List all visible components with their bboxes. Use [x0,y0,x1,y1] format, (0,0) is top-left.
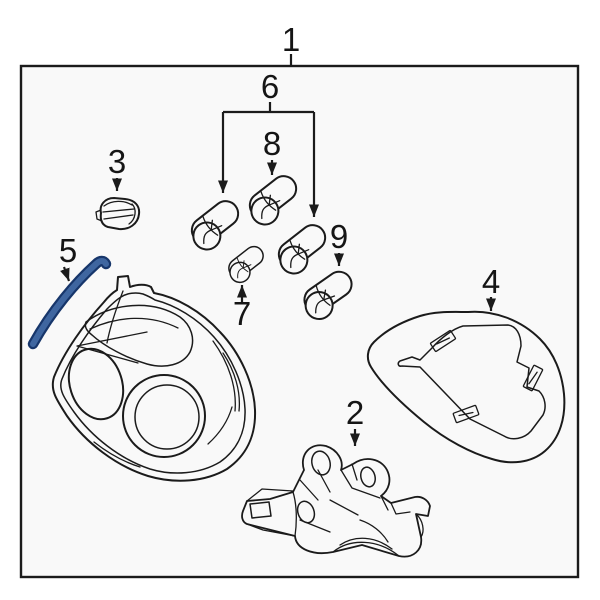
gasket-clip [429,330,457,352]
bulb-filament [261,194,281,220]
bulb-group [190,175,353,321]
callout-3-label[interactable]: 3 [108,143,126,180]
callout-4-label[interactable]: 4 [482,263,500,300]
lens-inner-outline [60,292,246,474]
callout-6-label[interactable]: 6 [261,68,279,105]
callout-1-label[interactable]: 1 [282,21,300,58]
bulb-filament [315,289,336,314]
molding-strip-highlighted [27,255,112,350]
callout-labels: 1 2 3 4 5 6 7 8 9 [59,21,500,431]
bulb-socket-cover [95,197,141,231]
bulb-filament [237,260,252,279]
bracket-hole [296,500,316,524]
bracket-hole [311,450,331,476]
bracket-slot [249,501,272,519]
gasket-clip [452,404,480,424]
callout-8-label[interactable]: 8 [263,125,281,162]
bulb-right [277,224,327,275]
tail-lamp-lens [51,275,257,482]
bulb-left [190,200,240,251]
gasket-inner-edge [397,324,546,440]
bulb-8 [248,175,298,226]
callout-7-label[interactable]: 7 [233,295,251,332]
mounting-bracket [241,444,431,558]
callout-2-label[interactable]: 2 [346,394,364,431]
callout-6-stem [223,102,314,114]
lens-right-opening [122,374,206,458]
lens-upper-window [84,304,194,367]
lens-left-opening [67,347,125,421]
bracket-hole [360,466,376,488]
bulb-9 [303,270,353,321]
gasket-seal [366,310,566,464]
bulb-filament [290,243,310,269]
callout-5-label[interactable]: 5 [59,232,77,269]
gasket-clip [522,364,544,392]
callout-9-label[interactable]: 9 [330,218,348,255]
callout-leaders [60,54,496,446]
bulb-filament [203,219,223,245]
bulb-7 [228,245,264,284]
callout-5-arrow [60,266,71,282]
